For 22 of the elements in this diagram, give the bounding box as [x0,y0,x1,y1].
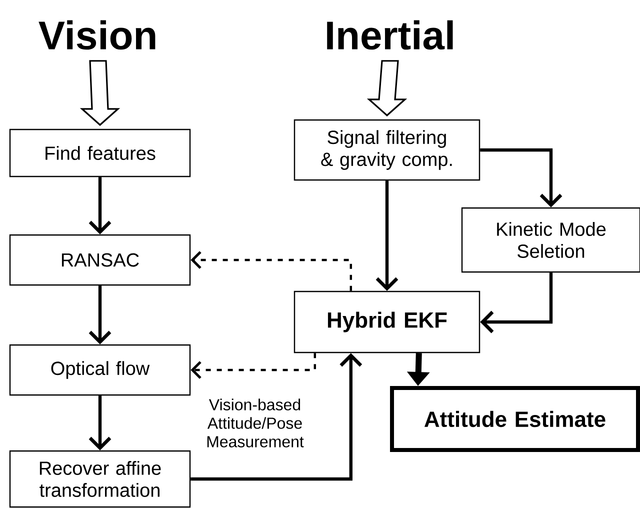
hollow-arrow [80,60,120,126]
process-box: Find features [9,128,191,178]
result-box: Attitude Estimate [390,386,640,452]
hollow-arrow [366,60,408,116]
process-box: RANSAC [9,234,191,286]
arrow [480,148,562,208]
process-box: Signal filtering & gravity comp. [294,119,480,181]
arrow [376,180,398,291]
process-box: Recover affine transformation [9,450,191,508]
arrow [88,286,112,344]
arrow [88,177,112,234]
process-box: Hybrid EKF [294,290,480,354]
heading: Inertial [327,20,453,50]
dashed-arrow [190,353,316,379]
arrow [88,396,112,450]
heading: Vision [38,20,156,50]
dashed-arrow [190,251,352,291]
process-box: Kinetic Mode Seletion [461,207,640,273]
process-box: Optical flow [9,344,191,396]
edge-label: Vision-based Attitude/Pose Measurement [204,398,306,448]
arrow [480,272,553,334]
arrow [190,353,362,481]
